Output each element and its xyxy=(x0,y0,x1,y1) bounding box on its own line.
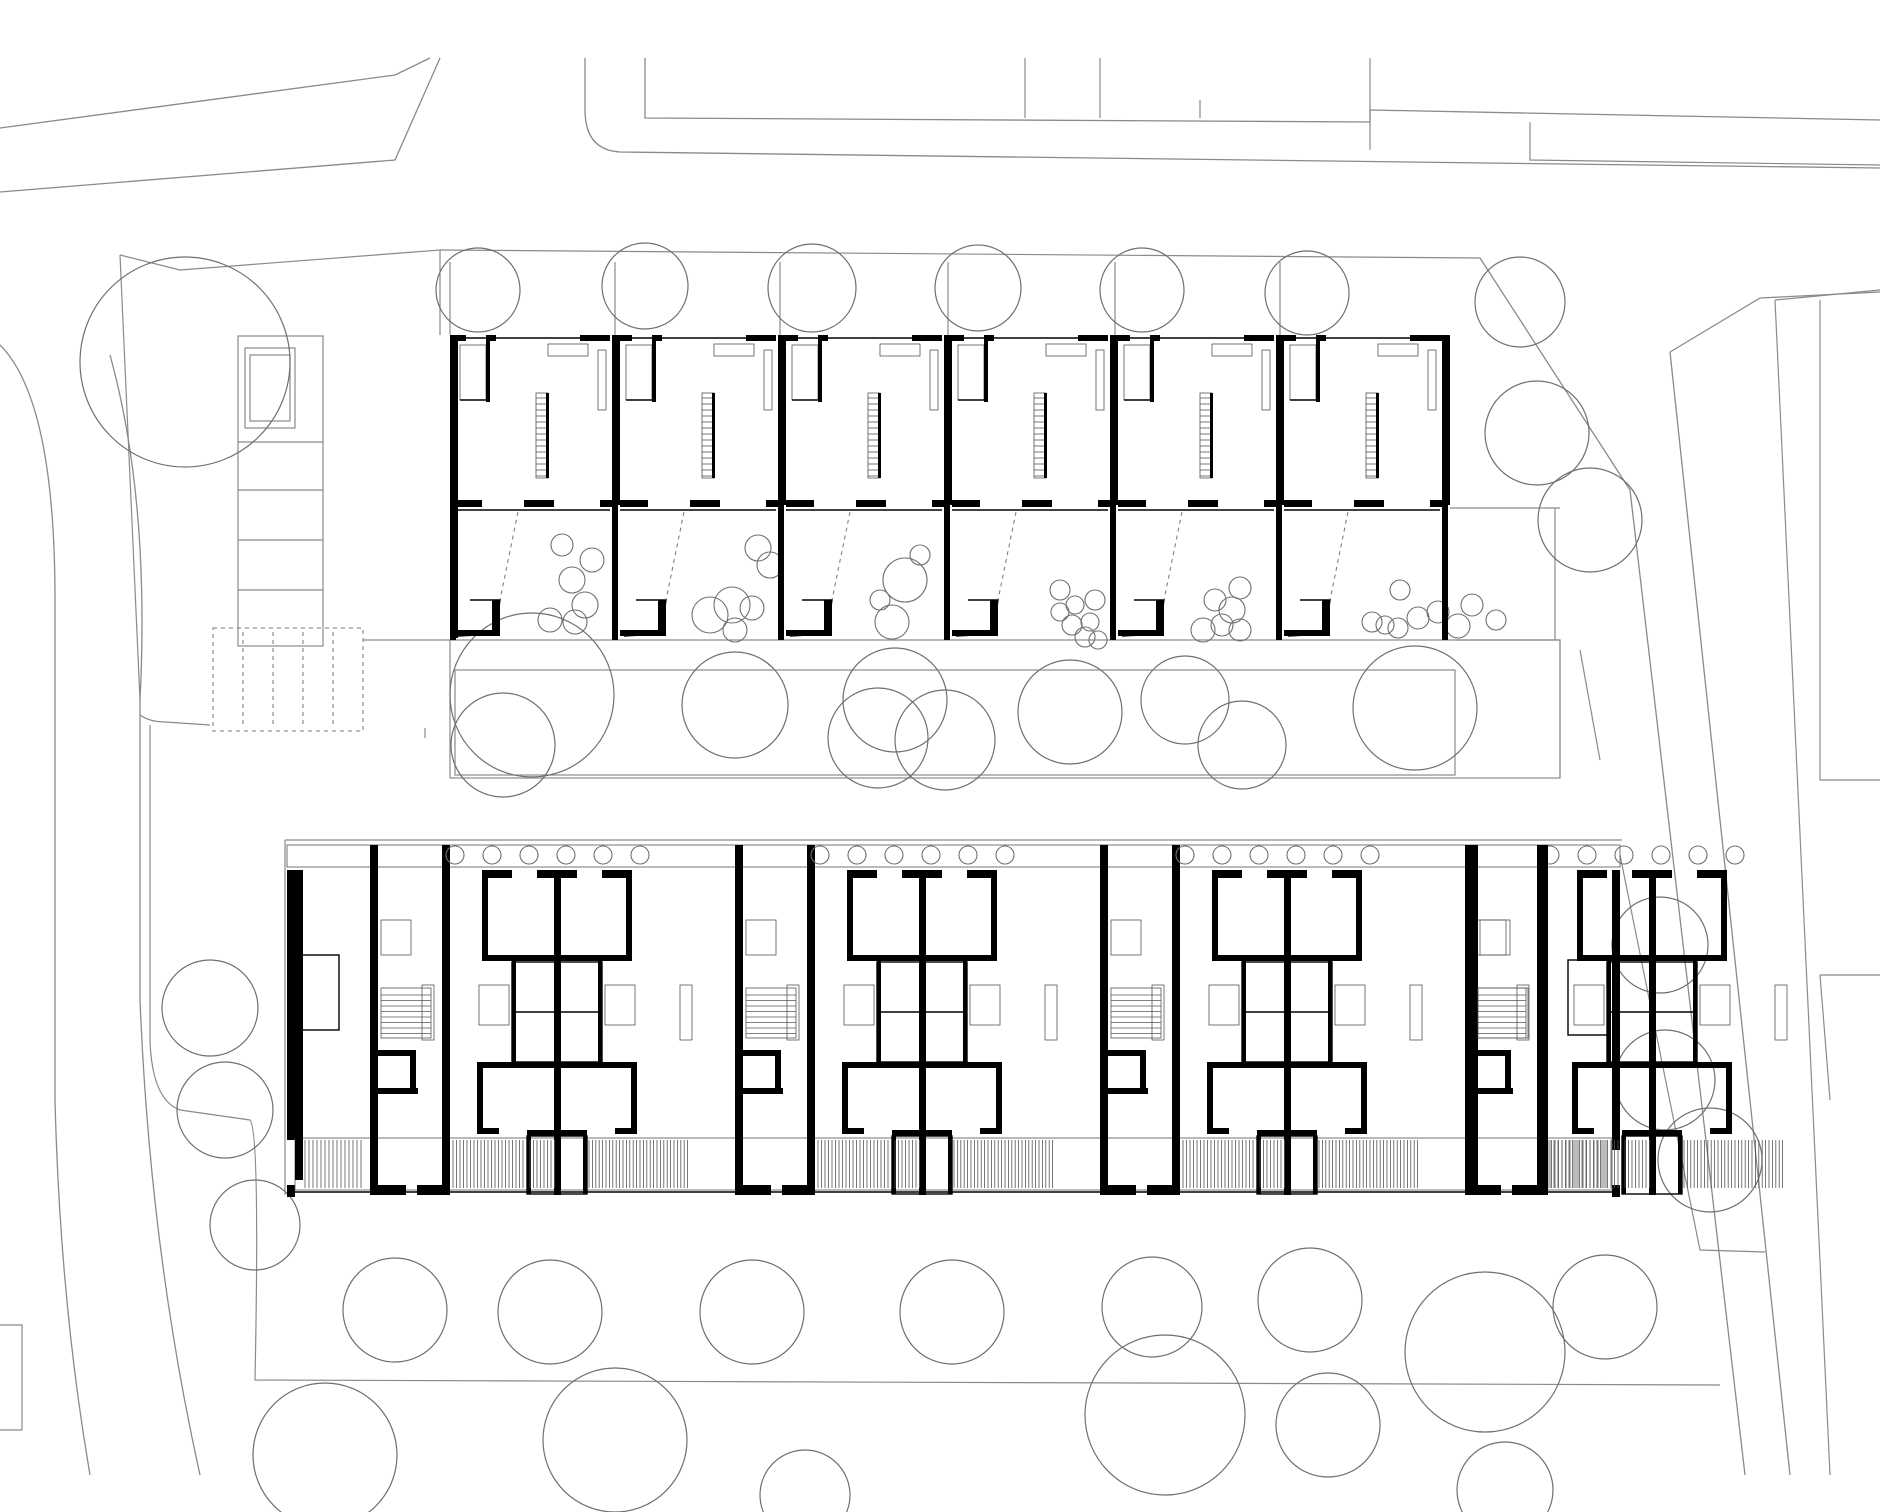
north-units xyxy=(450,335,1448,640)
tree-large xyxy=(79,256,291,468)
north-unit xyxy=(1110,335,1278,640)
south-bay xyxy=(1100,845,1423,1195)
north-unit xyxy=(1276,335,1444,640)
site-boundaries xyxy=(0,57,1880,1476)
south-bay xyxy=(735,845,1058,1195)
south-bays xyxy=(295,845,1788,1195)
north-unit xyxy=(612,335,780,640)
shrubs xyxy=(537,533,1507,650)
north-unit xyxy=(778,335,946,640)
south-bay xyxy=(370,845,693,1195)
north-unit xyxy=(944,335,1112,640)
south-bay xyxy=(1465,845,1788,1195)
north-unit xyxy=(450,335,614,640)
